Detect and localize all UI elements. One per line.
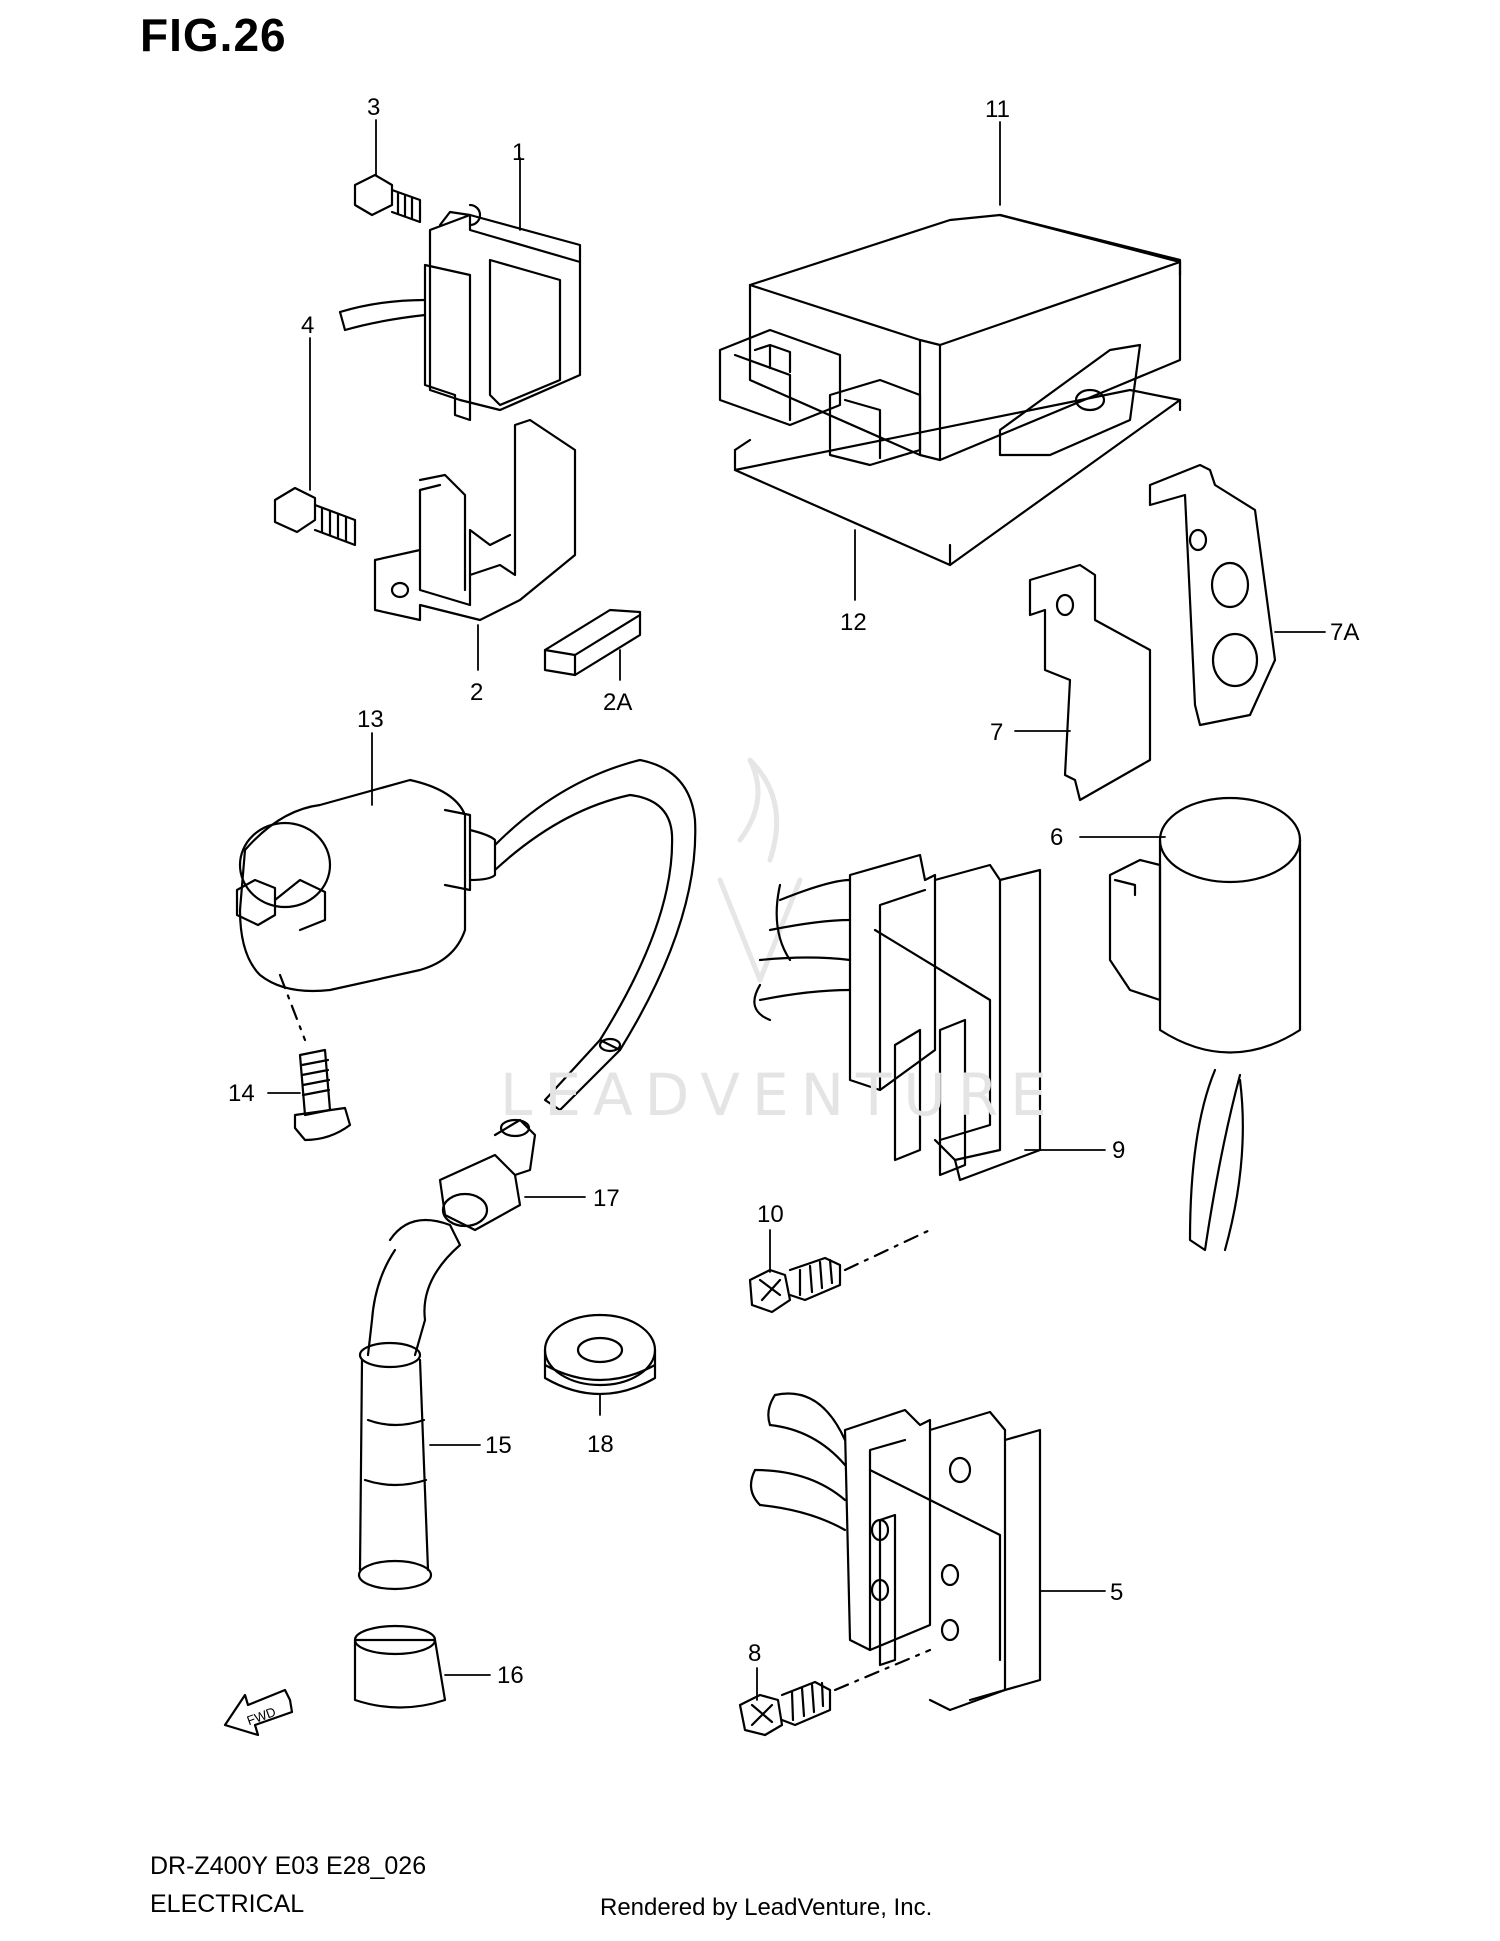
bolt-part-4 <box>273 486 357 547</box>
clip-part-2a <box>543 608 642 677</box>
callout-17: 17 <box>593 1185 620 1212</box>
callout-14: 14 <box>228 1080 255 1107</box>
regulator-part-9 <box>753 853 1042 1182</box>
leader-dash-8 <box>833 1648 932 1692</box>
bracket-part-7 <box>1028 563 1152 802</box>
watermark-logo <box>717 757 803 983</box>
bracket-part-2 <box>373 418 577 622</box>
callout-11: 11 <box>985 96 1010 123</box>
pad-part-12 <box>733 388 1182 567</box>
leader-lines <box>267 119 1326 1701</box>
leader-dash-14 <box>278 973 307 1042</box>
ecm-part-11 <box>718 213 1182 467</box>
relay-part-1 <box>338 203 582 422</box>
figure-title: FIG.26 <box>140 9 287 61</box>
fwd-arrow-icon <box>223 1688 294 1737</box>
callout-1: 1 <box>512 139 525 166</box>
capacitor-part-6 <box>1108 796 1302 1252</box>
section-name: ELECTRICAL <box>150 1890 305 1918</box>
screw-part-10 <box>748 1256 842 1314</box>
boot-cap-part-16 <box>353 1624 447 1709</box>
bolt-part-3 <box>353 173 422 224</box>
callout-3: 3 <box>367 94 380 121</box>
callout-6: 6 <box>1050 824 1063 851</box>
grommet-part-18 <box>543 1313 657 1396</box>
callout-2: 2 <box>470 679 483 706</box>
rendered-by-credit: Rendered by LeadVenture, Inc. <box>600 1894 933 1921</box>
fwd-label: FWD <box>245 1704 278 1728</box>
callout-4: 4 <box>301 312 314 339</box>
callout-7a: 7A <box>1330 619 1359 646</box>
rectifier-part-5 <box>749 1392 1042 1712</box>
watermark-text: LEADVENTURE <box>500 1061 1059 1129</box>
bracket-part-7a <box>1148 463 1277 727</box>
screw-part-14 <box>293 1048 352 1142</box>
callout-5: 5 <box>1110 1579 1123 1606</box>
model-code: DR-Z400Y E03 E28_026 <box>150 1852 427 1880</box>
callout-7: 7 <box>990 719 1003 746</box>
callout-13: 13 <box>357 706 384 733</box>
callout-15: 15 <box>485 1432 512 1459</box>
plug-boot-part-15 <box>357 1218 462 1591</box>
callout-18: 18 <box>587 1431 614 1458</box>
leader-dash-10 <box>843 1228 932 1272</box>
callout-16: 16 <box>497 1662 524 1689</box>
callout-12: 12 <box>840 609 867 636</box>
callout-10: 10 <box>757 1201 784 1228</box>
spark-cap-part-17 <box>438 1118 537 1232</box>
screw-part-8 <box>738 1680 832 1737</box>
callout-9: 9 <box>1112 1137 1125 1164</box>
ignition-coil-part-13 <box>235 758 697 1112</box>
callout-8: 8 <box>748 1640 761 1667</box>
callout-2a: 2A <box>603 689 632 716</box>
